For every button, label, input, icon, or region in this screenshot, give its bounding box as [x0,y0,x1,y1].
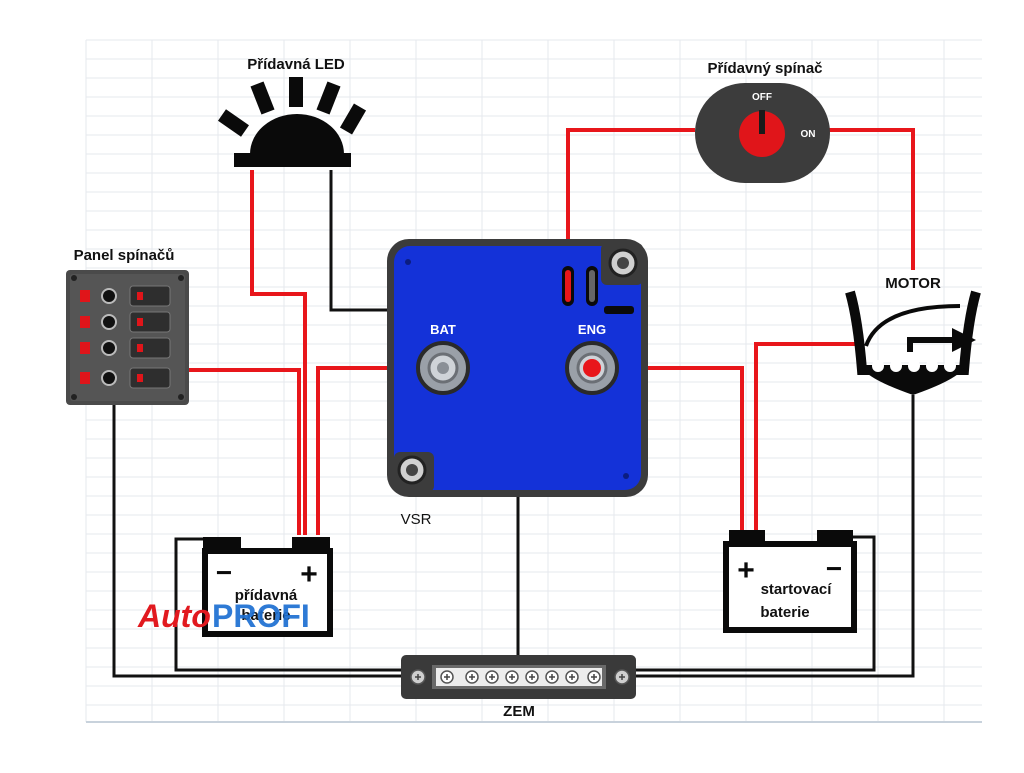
panel-fuse-icon [101,340,117,356]
panel-rocker-indicator [137,344,143,352]
wire-panel-to-aux-battery [188,368,301,535]
start-battery-label-line2: baterie [760,604,809,621]
aux-switch-label: Přídavný spínač [707,60,822,77]
panel-switch-row[interactable] [80,285,171,307]
switch-panel-rows [80,285,171,389]
panel-indicator-led [80,316,90,328]
start-battery-plus: + [737,554,755,587]
aux-battery-icon [202,537,333,637]
start-battery-icon [723,530,857,633]
led-lamp-icon [218,77,367,167]
wire-bat-to-aux-battery [316,366,418,535]
boat-motor-icon [845,290,981,395]
panel-rocker-indicator [137,374,143,382]
panel-rocker-indicator [137,318,143,326]
led-label: Přídavná LED [247,56,345,73]
panel-switch-row[interactable] [80,311,171,333]
aux-battery-label-line1: přídavná [235,587,298,604]
wire-start-battery-ground-to-bus [560,535,876,672]
start-battery-label-line1: startovací [761,581,833,598]
bat-terminal-label: BAT [430,322,456,337]
panel-fuse-icon [101,288,117,304]
autoprofi-logo: Auto PROFI [137,598,310,634]
wire-panel-ground-to-bus [112,400,496,678]
panel-indicator-led [80,290,90,302]
wire-motor-ground-to-bus [576,395,915,678]
ground-label: ZEM [503,703,535,720]
panel-rocker-indicator [137,292,143,300]
switch-off-label: OFF [752,92,772,103]
panel-switch-row[interactable] [80,367,171,389]
switch-panel-label: Panel spínačů [74,247,175,264]
voltage-sensitive-relay-icon [387,239,648,497]
wire-aux-switch-to-motor [829,128,915,270]
aux-battery-label-line2: baterie [241,607,290,624]
panel-rocker-switch[interactable] [129,337,171,359]
wire-motor-to-start-battery [754,342,862,532]
panel-rocker-switch[interactable] [129,285,171,307]
switch-on-label: ON [801,129,816,140]
panel-fuse-icon [101,370,117,386]
panel-indicator-led [80,372,90,384]
panel-switch-row[interactable] [80,337,171,359]
vsr-label: VSR [401,511,432,528]
aux-battery-plus: + [300,558,318,591]
rotary-switch-icon[interactable] [695,83,830,183]
panel-rocker-switch[interactable] [129,311,171,333]
logo-profi: PROFI [212,598,310,634]
motor-label: MOTOR [885,275,941,292]
wire-led-to-aux-battery [250,170,307,535]
ground-busbar-icon [401,655,636,699]
wire-aux-battery-ground-to-bus [174,537,480,672]
ground-bus-terminals [410,669,630,685]
aux-battery-minus: − [216,557,232,588]
panel-fuse-icon [101,314,117,330]
logo-auto: Auto [137,598,211,634]
wire-eng-to-start-battery [605,366,744,532]
panel-rocker-switch[interactable] [129,367,171,389]
eng-terminal-label: ENG [578,322,606,337]
start-battery-minus: − [826,553,842,584]
panel-indicator-led [80,342,90,354]
